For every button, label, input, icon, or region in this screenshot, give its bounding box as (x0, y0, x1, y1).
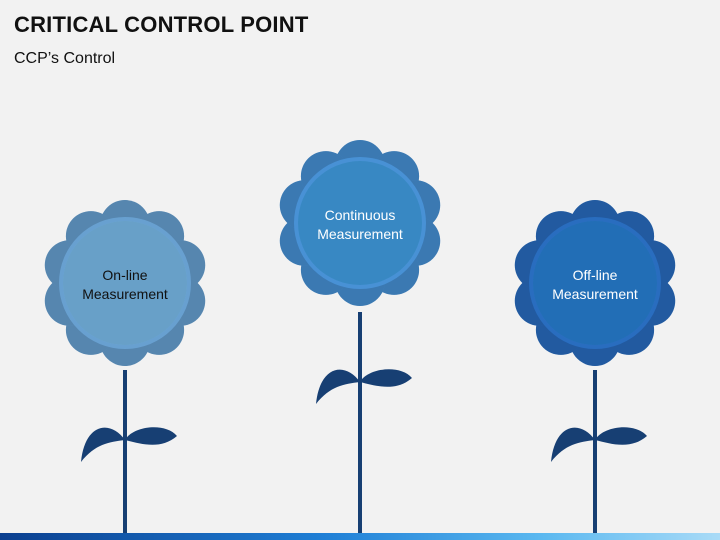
flower-stem (593, 370, 597, 535)
left-leaf (81, 427, 125, 462)
flower-center (63, 221, 187, 345)
flower-label-line: Measurement (317, 226, 403, 242)
flower-label-line: Continuous (325, 207, 396, 223)
flower-label-line: Measurement (82, 286, 168, 302)
right-leaf (360, 369, 412, 387)
right-leaf (125, 427, 177, 445)
left-leaf (551, 427, 595, 462)
flower-label-line: Off-line (573, 267, 618, 283)
flower-label-line: On-line (102, 267, 147, 283)
left-leaf (316, 369, 360, 404)
slide-title: CRITICAL CONTROL POINT (14, 12, 309, 37)
flower-stem (358, 312, 362, 535)
right-leaf (595, 427, 647, 445)
slide-subtitle: CCP’s Control (14, 50, 116, 67)
flower-center (298, 161, 422, 285)
bottom-accent-bar (0, 533, 720, 540)
flower-stem (123, 370, 127, 535)
flower-label-line: Measurement (552, 286, 638, 302)
flower-center (533, 221, 657, 345)
